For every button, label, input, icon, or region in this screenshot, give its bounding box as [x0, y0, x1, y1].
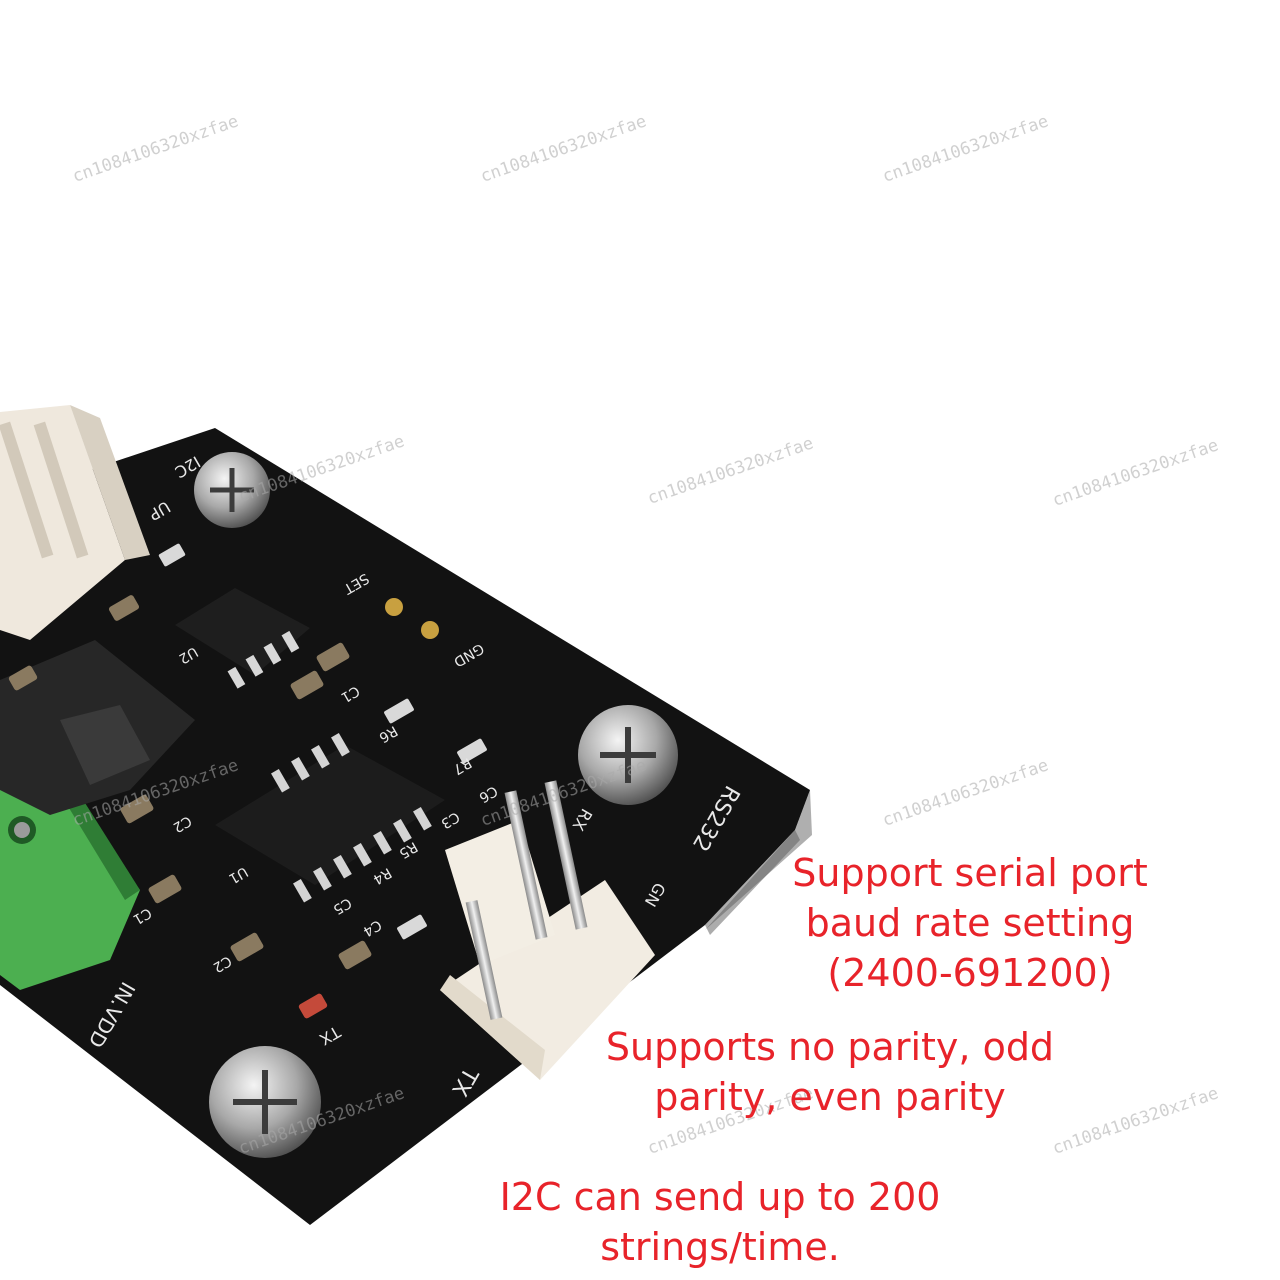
caption-line: Supports no parity, odd [605, 1025, 1055, 1069]
header-connector [440, 780, 655, 1080]
regulator [0, 640, 195, 815]
caption-line: baud rate setting [805, 901, 1135, 946]
caption-line: strings/time. [600, 1225, 840, 1270]
baud-rate-caption: Support serial port baud rate setting (2… [770, 848, 1170, 998]
white-connector-top [0, 405, 150, 640]
caption-line: parity, even parity [654, 1075, 1006, 1120]
parity-caption: Supports no parity, odd parity, even par… [590, 1022, 1070, 1122]
caption-line: Support serial port [792, 851, 1148, 895]
ic-u1 [215, 732, 445, 903]
ic-u2 [175, 588, 310, 689]
screw-icon [194, 452, 678, 1158]
caption-line: (2400-691200) [827, 951, 1113, 996]
caption-line: I2C can send up to 200 [499, 1175, 941, 1219]
smd-components [8, 543, 487, 1019]
terminal-block [0, 785, 140, 990]
set-pads [385, 598, 439, 639]
i2c-caption: I2C can send up to 200 strings/time. [460, 1172, 980, 1272]
